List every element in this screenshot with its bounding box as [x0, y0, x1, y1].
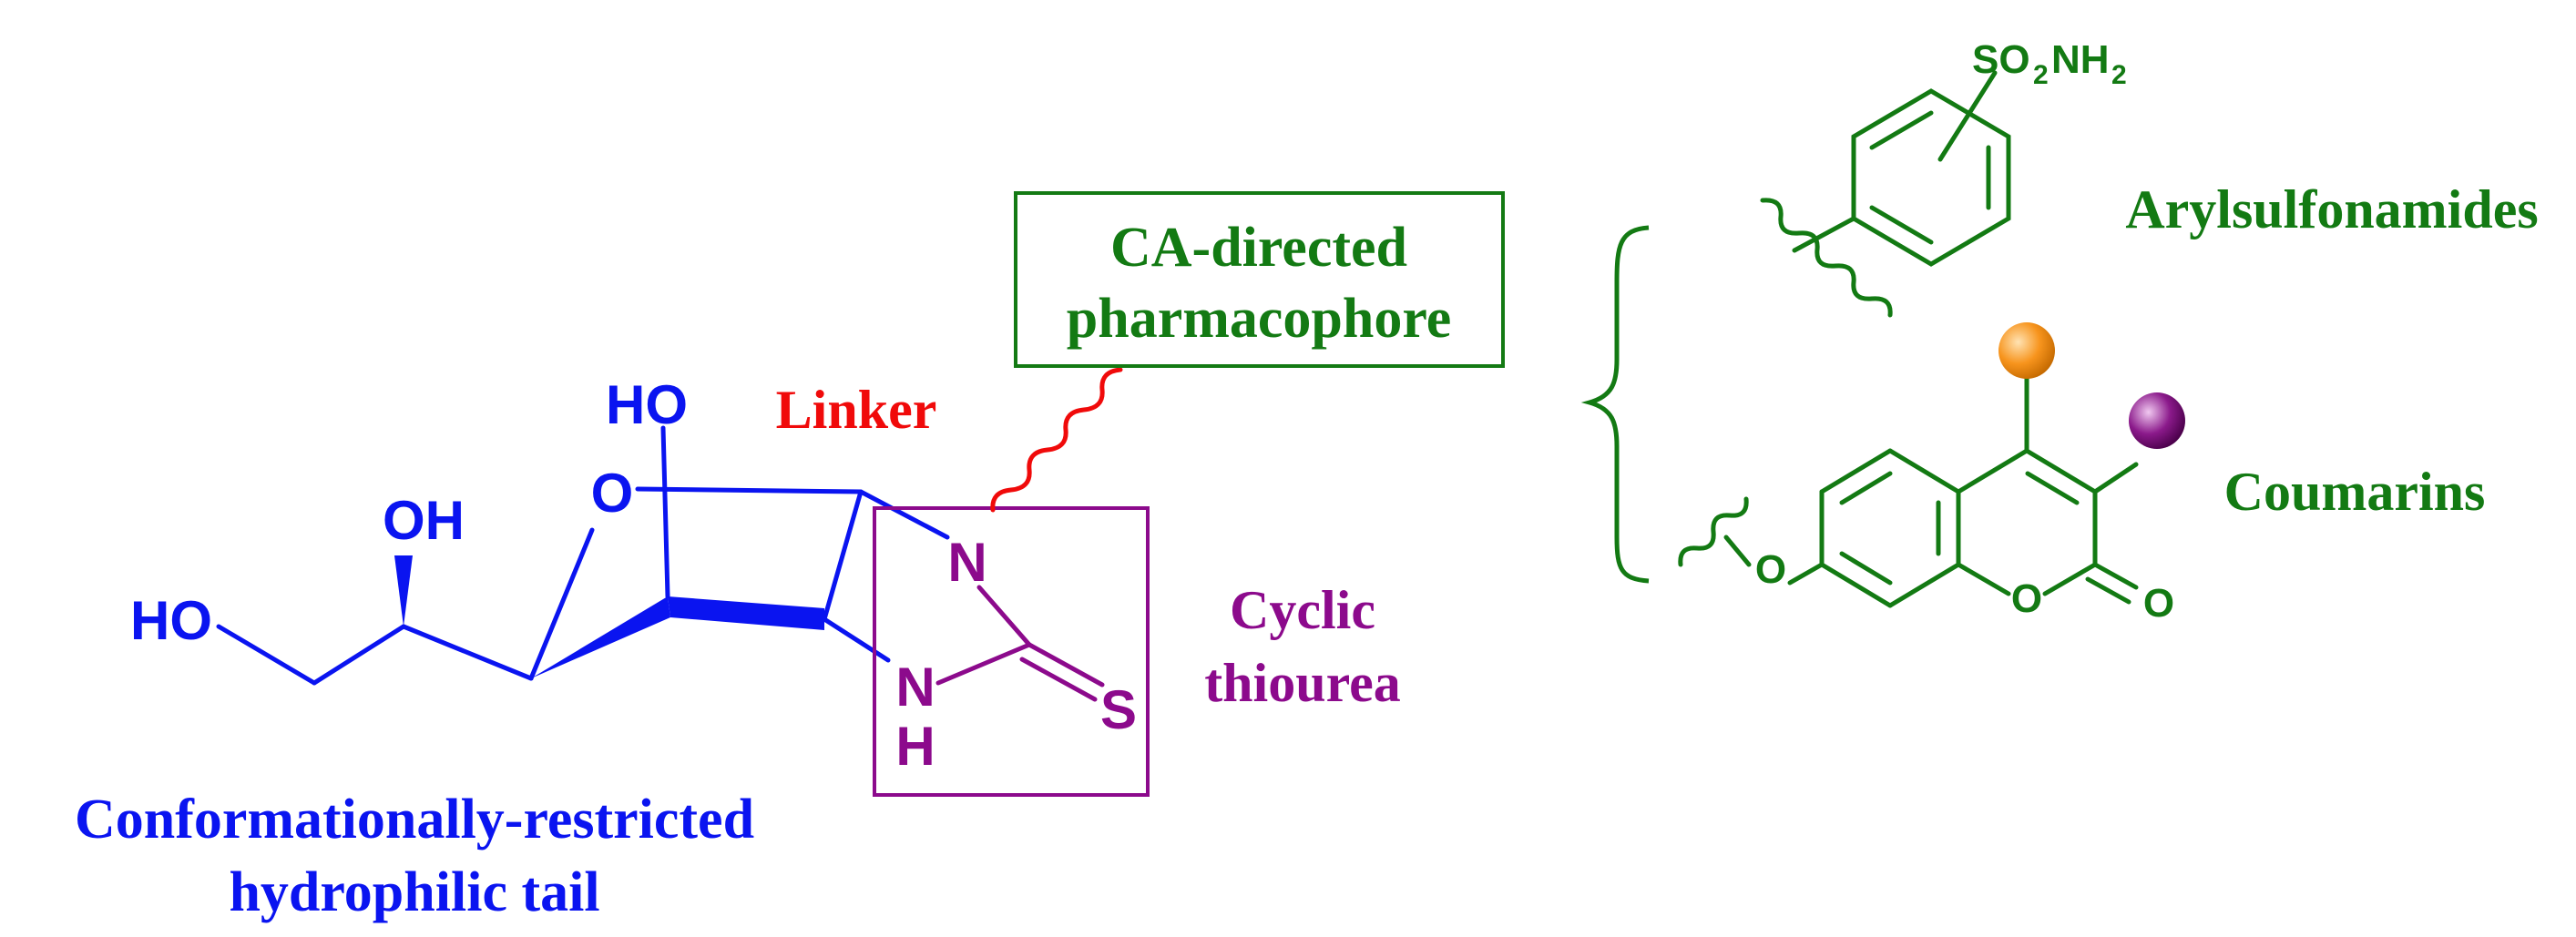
- wavy-bond-icon: [1678, 496, 1749, 567]
- atom-n-top: N: [947, 532, 986, 593]
- atom-so-sub: 2: [2033, 60, 2049, 90]
- bond-n-c: [976, 585, 1032, 647]
- arylsulfonamides-label: Arylsulfonamides: [2125, 179, 2538, 239]
- bond-c1-c2: [822, 489, 864, 622]
- atom-o-carbonyl: O: [2143, 581, 2174, 626]
- c-bond-5: [1819, 562, 1893, 608]
- bond-aryl-wavy: [1792, 216, 1856, 253]
- aromatic-inner-3: [1869, 205, 1934, 245]
- wavy-bond-icon: [990, 367, 1123, 513]
- linker-label: Linker: [776, 380, 937, 440]
- c-arom-1: [1839, 471, 1893, 505]
- c-carbonyl-1: [2092, 562, 2139, 590]
- thiourea-atom-labels: N N H S: [895, 532, 1137, 777]
- atom-h-bottom: H: [895, 716, 935, 777]
- tail-label-line2: hydrophilic tail: [229, 861, 599, 923]
- c-bond-7: [1956, 448, 2029, 494]
- bond-c-s-1: [1027, 642, 1105, 687]
- bond-c5-ringo: [528, 527, 595, 681]
- arylsulfonamide-structure: [1760, 70, 2011, 318]
- atom-n-bottom: N: [895, 657, 935, 718]
- c-arom-3: [1839, 551, 1893, 586]
- atom-so: SO: [1972, 37, 2030, 82]
- c-bond-c3-ball: [2092, 462, 2139, 494]
- bond-ho-ch2: [216, 624, 317, 686]
- bond-c-nh: [935, 642, 1032, 686]
- atom-oh: OH: [383, 490, 465, 551]
- tail-atom-labels: HO OH HO O: [130, 374, 688, 651]
- atom-s: S: [1100, 679, 1137, 740]
- thiourea-label-line1: Cyclic: [1230, 580, 1375, 640]
- tail-label-line1: Conformationally-restricted: [75, 789, 754, 850]
- aromatic-inner-1: [1869, 110, 1934, 150]
- purple-substituent-ball-icon: [2129, 392, 2185, 449]
- thiourea-bonds: [935, 585, 1105, 702]
- bond-c1-n: [858, 489, 950, 540]
- c-double-c3c4: [2025, 471, 2080, 505]
- atom-nh-sub: 2: [2111, 60, 2127, 90]
- labels: Conformationally-restricted hydrophilic …: [75, 179, 2539, 923]
- atom-ho-left: HO: [130, 590, 212, 651]
- wavy-bond-icon: [1760, 198, 1893, 318]
- c-bond-11: [1956, 562, 2011, 596]
- wedge-bond-left: [531, 596, 670, 678]
- bond-c-s-2: [1019, 657, 1098, 702]
- coumarin-atom-labels: O O O: [1755, 547, 2174, 626]
- thiourea-label-line2: thiourea: [1204, 653, 1401, 713]
- bond-ch2-choh: [312, 624, 406, 686]
- coumarins-label: Coumarins: [2224, 462, 2486, 522]
- atom-o-ether: O: [1755, 547, 1786, 592]
- c-bond-1: [1819, 448, 1893, 494]
- so2nh2-label: SO 2 NH 2: [1972, 37, 2127, 90]
- orange-substituent-ball-icon: [1998, 322, 2055, 379]
- bond-aryl-so2nh2: [1937, 70, 1998, 162]
- wedge-bond-bold: [668, 596, 824, 630]
- bond-ringo-c1: [635, 486, 864, 494]
- bond-choh-c5: [401, 624, 534, 681]
- c-bond-8: [2024, 448, 2098, 494]
- pharmacophore-box: [1014, 191, 1505, 368]
- thiourea-box: [873, 506, 1150, 797]
- wedge-bond-oh: [394, 555, 413, 626]
- c-bond-2: [1887, 448, 1961, 494]
- c-carbonyl-2: [2085, 576, 2131, 605]
- curly-brace-icon: [1580, 225, 1650, 584]
- atom-ho-top: HO: [606, 374, 688, 435]
- c-bond-o-wavy: [1723, 535, 1752, 567]
- bond-ho-c: [660, 425, 670, 599]
- coumarin-structure: [1678, 371, 2139, 608]
- bond-c2-nh: [822, 616, 891, 663]
- atom-nh: NH: [2051, 37, 2110, 82]
- benzene-ring: [1851, 88, 2011, 267]
- pharmacophore-label-line1: CA-directed: [1110, 217, 1407, 279]
- hydrophilic-tail-structure: [216, 425, 950, 686]
- atom-ring-o: O: [591, 463, 634, 524]
- atom-o-ring: O: [2011, 576, 2042, 621]
- c-bond-c7-o: [1787, 562, 1825, 586]
- c-bond-4: [1887, 562, 1961, 608]
- c-bond-10: [2042, 562, 2098, 596]
- pharmacophore-label-line2: pharmacophore: [1067, 288, 1452, 350]
